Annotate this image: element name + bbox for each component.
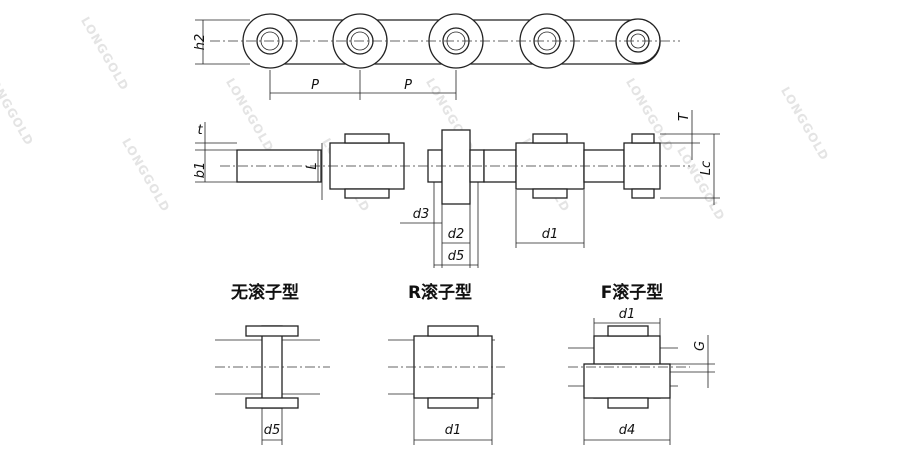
roller-plate bbox=[441, 129, 471, 205]
watermark-text: LONGGOLD bbox=[778, 84, 832, 163]
L-label: L bbox=[305, 162, 320, 169]
d5-label: d5 bbox=[448, 249, 465, 264]
variant-r-roller-drawing: d1 bbox=[388, 325, 505, 445]
d5-label: d5 bbox=[264, 423, 281, 438]
d3-label: d3 bbox=[413, 207, 430, 222]
T-label: T bbox=[677, 112, 692, 121]
d1-label: d1 bbox=[542, 227, 559, 242]
watermark-text: LONGGOLD bbox=[78, 14, 132, 93]
d2-label: d2 bbox=[448, 227, 465, 242]
watermark-text: LONGGOLD bbox=[119, 136, 173, 215]
pitch-label: P bbox=[311, 78, 319, 93]
G-label: G bbox=[693, 341, 708, 351]
h2-label: h2 bbox=[193, 34, 208, 51]
watermark-text: LONGGOLD bbox=[0, 69, 36, 148]
watermark-text: LONGGOLD bbox=[674, 144, 728, 223]
variant-no-roller-drawing: d5 bbox=[215, 325, 330, 445]
d1-label: d1 bbox=[445, 423, 462, 438]
d1-label: d1 bbox=[619, 307, 636, 322]
d4-label: d4 bbox=[619, 423, 636, 438]
pitch-label: P bbox=[404, 78, 412, 93]
variant-f-roller-drawing: d1 d4 G bbox=[568, 307, 715, 445]
variant-title-no-roller: 无滚子型 bbox=[230, 282, 299, 303]
t-label: t bbox=[197, 123, 203, 138]
variant-title-f-roller: F滚子型 bbox=[601, 282, 664, 303]
chain-side-view: t b1 L T Lc d3 d2 d5 d1 bbox=[193, 110, 720, 268]
b1-label: b1 bbox=[193, 162, 208, 179]
Lc-label: Lc bbox=[699, 161, 714, 175]
chain-top-view: h2 P P bbox=[193, 13, 680, 100]
variant-title-r-roller: R滚子型 bbox=[408, 282, 472, 303]
